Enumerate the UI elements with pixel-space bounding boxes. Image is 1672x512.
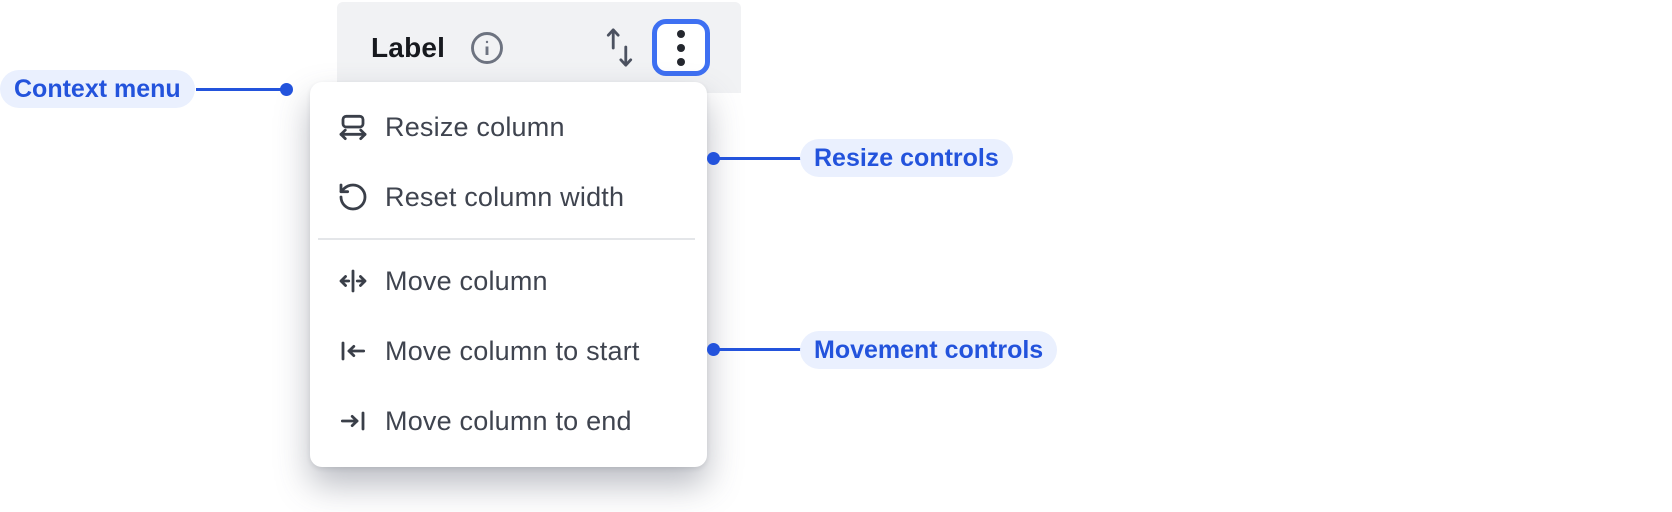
annotation-connector-dot <box>707 343 720 356</box>
menu-item-move-column[interactable]: Move column <box>310 246 707 316</box>
annotation-connector-line <box>196 88 282 91</box>
move-column-icon <box>336 264 370 298</box>
menu-item-label: Move column to end <box>385 405 632 436</box>
annotation-connector-dot <box>280 83 293 96</box>
menu-divider <box>318 238 695 240</box>
move-column-to-start-icon <box>336 334 370 368</box>
menu-item-label: Reset column width <box>385 181 625 212</box>
column-menu-button[interactable] <box>652 19 710 76</box>
annotation-context-menu: Context menu <box>0 70 195 108</box>
annotation-resize-controls: Resize controls <box>800 139 1013 177</box>
annotation-connector-line <box>713 157 801 160</box>
column-title: Label <box>371 31 446 63</box>
table-column-header: Label <box>337 2 741 93</box>
menu-item-move-column-to-start[interactable]: Move column to start <box>310 316 707 386</box>
kebab-menu-icon <box>677 29 685 38</box>
menu-item-resize-column[interactable]: Resize column <box>310 92 707 162</box>
annotation-movement-controls: Movement controls <box>800 331 1058 369</box>
menu-item-move-column-to-end[interactable]: Move column to end <box>310 386 707 456</box>
annotation-connector-line <box>713 348 801 351</box>
menu-item-label: Resize column <box>385 111 565 142</box>
info-icon[interactable] <box>470 31 504 65</box>
reset-column-width-icon <box>336 180 370 214</box>
move-column-to-end-icon <box>336 404 370 438</box>
menu-item-label: Move column to start <box>385 335 640 366</box>
resize-column-icon <box>336 110 370 144</box>
sort-arrows-icon[interactable] <box>606 25 633 70</box>
menu-item-reset-column-width[interactable]: Reset column width <box>310 162 707 232</box>
annotation-connector-dot <box>707 152 720 165</box>
column-context-menu: Resize column Reset column width Move co… <box>310 82 707 467</box>
menu-item-label: Move column <box>385 265 548 296</box>
